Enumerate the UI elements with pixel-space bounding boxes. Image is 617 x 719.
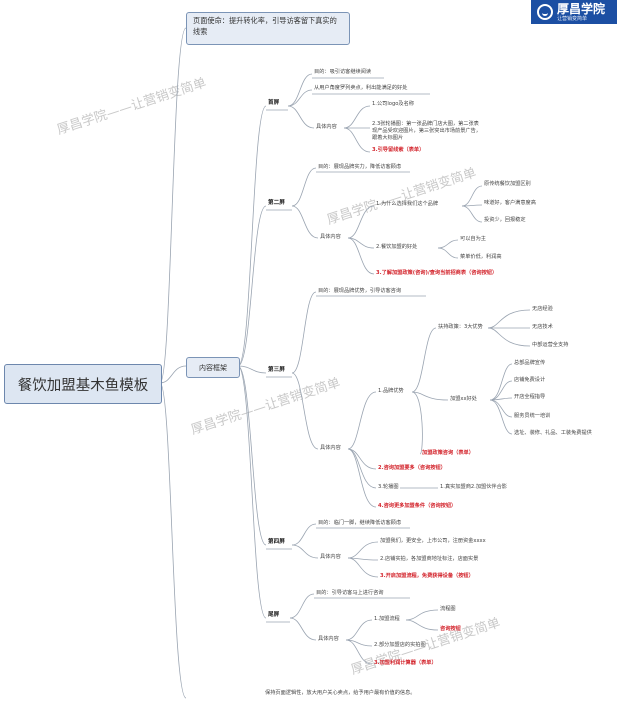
page-mission-node: 页面使命：提升转化率，引导访客留下真实的线索 xyxy=(186,12,350,45)
screen4-item-cta: 3.开启加盟流程，免费获得设备（按钮） xyxy=(380,573,474,579)
screen3-item4-cta: 4.咨询更多加盟条件（咨询按钮） xyxy=(378,503,457,509)
screen3-consult-cta: 加盟政策咨询（表单） xyxy=(422,450,474,456)
screen3-policy-item: 无店经验 xyxy=(532,306,553,312)
screen3-item3: 3.轮播图 xyxy=(378,484,399,490)
screen3-label: 第三屏 xyxy=(268,367,285,373)
screen2-content-label: 具体内容 xyxy=(320,234,341,240)
screen5-flow-item-cta: 咨询按钮 xyxy=(440,626,461,632)
screen4-item: 2.店铺实拍，各加盟商地址标注，店面实景 xyxy=(380,556,479,562)
bottom-note: 保持页面逻辑性，放大用户关心卖点，给予用户最有价值的信息。 xyxy=(265,690,416,696)
content-frame-node: 内容框架 xyxy=(186,357,240,378)
screen2-q3-cta: 3.了解加盟政策(咨询)/查询当前招商表（咨询按钮） xyxy=(376,270,498,276)
screen5-goal: 目的：引导访客马上进行咨询 xyxy=(316,590,384,596)
screen2-q2-item: 菜单价低，利润高 xyxy=(460,254,502,260)
screen4-item: 加盟我们，更安全，上市公司，注册资金xxxx xyxy=(380,538,486,544)
screen5-flow-item: 流程图 xyxy=(440,606,456,612)
screen4-content-label: 具体内容 xyxy=(320,554,341,560)
root-topic: 餐饮加盟基木鱼模板 xyxy=(4,364,162,404)
screen5-flow: 1.加盟流程 xyxy=(374,616,400,622)
screen1-item-cta: 3.引导留线索（表单） xyxy=(372,147,425,153)
screen1-angle: 从用户角度罗列卖点，利出能满足的好处 xyxy=(314,85,408,91)
screen2-q1-item: 味道好，客户满意度高 xyxy=(484,200,536,206)
screen5-label: 尾屏 xyxy=(268,612,280,618)
screen5-item2: 2.部分加盟店的实拍图 xyxy=(374,642,426,648)
screen3-policy-item: 中部运营全支持 xyxy=(532,342,569,348)
screen5-item3-cta: 3.加盟利润计算器（表单） xyxy=(374,660,437,666)
screen3-join-item: 开店全程指导 xyxy=(514,394,546,400)
screen2-q2: 2.餐饮加盟的好处 xyxy=(376,244,418,250)
screen3-adv: 1.品牌优势 xyxy=(378,388,404,394)
screen4-goal: 目的：临门一脚，继续降低访客顾虑 xyxy=(318,520,402,526)
brand-logo: 厚昌学院 让营销变简单 xyxy=(531,0,617,24)
screen3-join: 加盟xx好处 xyxy=(450,396,477,402)
screen3-goal: 目的：展现品牌优势，引导访客咨询 xyxy=(318,288,402,294)
screen1-goal: 目的：吸引访客继续阅读 xyxy=(314,69,372,75)
screen5-content-label: 具体内容 xyxy=(318,636,339,642)
screen3-join-item: 店铺免费设计 xyxy=(514,377,546,383)
screen3-policy-item: 无店技术 xyxy=(532,324,553,330)
screen2-q1-item: 投资少，回报稳定 xyxy=(484,217,526,223)
screen1-item: 1.公司logo及名称 xyxy=(372,101,414,107)
screen2-label: 第二屏 xyxy=(268,200,285,206)
screen3-join-item: 总部品牌宣传 xyxy=(514,360,546,366)
screen3-item2-cta: 2.咨询加盟要多（咨询按钮） xyxy=(378,465,446,471)
screen2-goal: 目的：展现品牌实力，降低访客顾虑 xyxy=(318,164,402,170)
brand-slogan: 让营销变简单 xyxy=(557,15,588,22)
screen3-policy: 扶持政策：3大优势 xyxy=(438,324,483,330)
screen3-join-item: 服务员统一培训 xyxy=(514,413,551,419)
screen1-label: 首屏 xyxy=(268,100,280,106)
brand-name: 厚昌学院 xyxy=(557,1,606,16)
screen3-item3-sub: 1.真实加盟商2.加盟伙伴合影 xyxy=(440,484,507,490)
screen1-content-label: 具体内容 xyxy=(316,124,337,130)
screen2-q1: 1.为什么选择我们这个品牌 xyxy=(376,201,439,207)
screen3-join-item: 选址、装修、礼品、工装免费提供 xyxy=(514,430,592,436)
brand-logo-icon xyxy=(537,4,553,20)
screen3-content-label: 具体内容 xyxy=(320,445,341,451)
screen1-item: 2.3张轮播图：第一张品牌门店大图，第二张表现产品受欢迎图片，第三张突出市场前景… xyxy=(372,121,481,141)
screen2-q1-item: 原传统餐饮加盟区别 xyxy=(484,181,531,187)
screen2-q2-item: 可以自为主 xyxy=(460,236,486,242)
screen4-label: 第四屏 xyxy=(268,539,285,545)
